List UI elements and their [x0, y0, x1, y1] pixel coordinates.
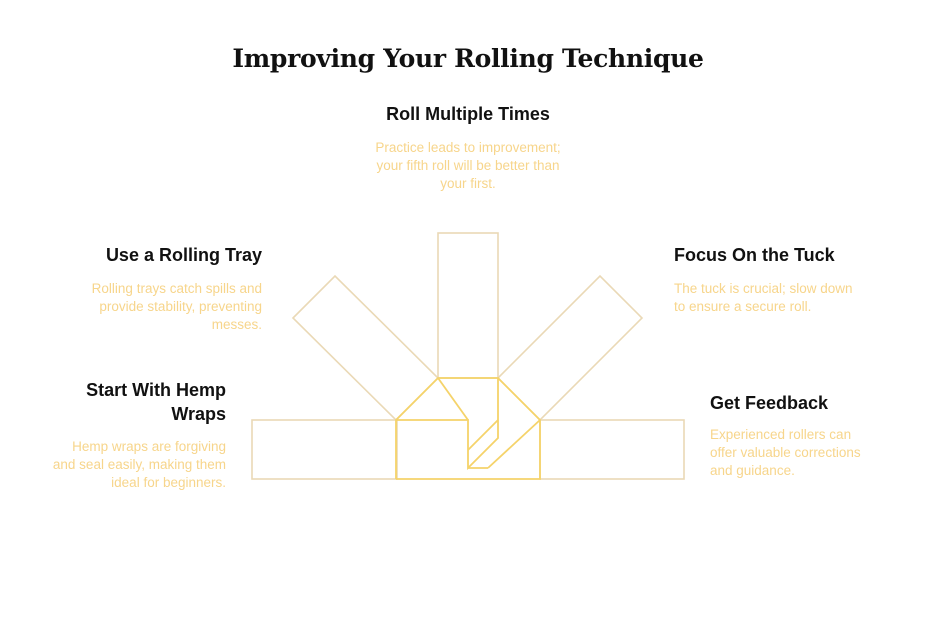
rolling-tray-description: Rolling trays catch spills and provide s… — [91, 281, 262, 332]
hemp-wraps-bar — [251, 419, 398, 480]
roll-multiple-times-heading: Roll Multiple Times — [386, 104, 550, 124]
hemp-wraps-heading: Start With Hemp Wraps — [86, 380, 226, 424]
focus-on-tuck-description: The tuck is crucial; slow down to ensure… — [674, 281, 853, 314]
roll-multiple-times-description: Practice leads to improvement; your fift… — [375, 140, 561, 191]
rolling-tray-bar — [291, 274, 440, 422]
diagram-title: Improving Your Rolling Technique — [232, 44, 704, 73]
roll-multiple-times-bar — [437, 232, 499, 379]
focus-on-tuck-heading: Focus On the Tuck — [674, 245, 835, 265]
hemp-wraps-description: Hemp wraps are forgiving and seal easily… — [52, 439, 226, 490]
rolling-tray-heading: Use a Rolling Tray — [105, 245, 262, 265]
folded-center-highlight — [395, 377, 541, 480]
get-feedback-bar — [539, 419, 685, 480]
get-feedback-heading: Get Feedback — [710, 393, 829, 413]
get-feedback-description: Experienced rollers can offer valuable c… — [710, 427, 861, 478]
